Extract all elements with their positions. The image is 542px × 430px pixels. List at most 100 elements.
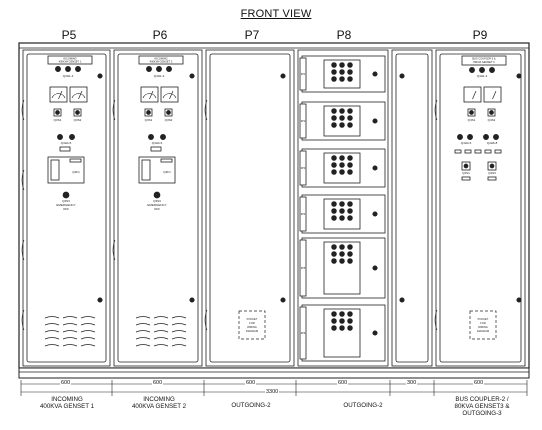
selector-knob (489, 163, 495, 169)
caption-p9: BUS COUPLER-2 / 80KVA GENSET3 & OUTGOING… (432, 396, 532, 418)
module-indicator (339, 208, 345, 214)
panel-label-p9: P9 (472, 28, 488, 42)
indicator-lamp (75, 66, 81, 72)
meter-label: Q4S1 (468, 118, 476, 122)
caption-line: OUTGOING-3 (462, 410, 502, 418)
dim-p7: 600 (245, 380, 257, 386)
module-indicator (331, 318, 337, 324)
module-indicator (347, 62, 353, 68)
module-label: 3P4 (301, 212, 306, 216)
estop-label: Q3S3 (153, 199, 161, 203)
module-indicator (331, 258, 337, 264)
module-indicator (347, 155, 353, 161)
pocket-label: WIRING (478, 325, 488, 329)
drawing-title: FRONT VIEW (240, 8, 312, 20)
module-handle (372, 118, 378, 124)
button-label: Q4H4-5 (461, 141, 472, 145)
vent-louvre (135, 323, 151, 326)
door-panel (26, 53, 107, 363)
button-label: Q3H4-5 (61, 141, 72, 145)
indicator-lamp (146, 66, 152, 72)
plinth-base (18, 367, 530, 379)
door-handle (399, 73, 405, 79)
door-handle (280, 73, 286, 79)
push-button (467, 134, 473, 140)
module-indicator (339, 318, 345, 324)
lamp-label: Q3H1-3 (154, 74, 165, 78)
vent-louvre (62, 344, 78, 347)
meter-scale (142, 93, 157, 99)
label-plate (494, 149, 502, 154)
push-button (493, 134, 499, 140)
module-indicator (331, 76, 337, 82)
hinge-mark (434, 99, 438, 121)
vent-louvre (44, 323, 60, 326)
breaker-window (50, 159, 60, 181)
module-indicator (339, 251, 345, 257)
caption-p6: INCOMING 400KVA GENSET 2 (116, 396, 202, 410)
dim-p5: 600 (60, 380, 72, 386)
meter-label: Q4S2 (488, 118, 496, 122)
door-handle (97, 73, 103, 79)
module-indicator (347, 122, 353, 128)
indicator-lamp (156, 66, 162, 72)
button-label: Q3H4-5 (152, 141, 163, 145)
door-panel (209, 53, 291, 363)
module-indicator (347, 115, 353, 121)
hinge-mark (21, 309, 25, 331)
door-panel (395, 53, 429, 363)
label-plate (487, 176, 497, 181)
module-label: 3P1 (301, 72, 306, 76)
vent-louvre (44, 330, 60, 333)
vent-louvre (44, 316, 60, 319)
module-indicator (331, 162, 337, 168)
pocket-label: FOR (480, 321, 486, 325)
switch-label: Q4S3 (488, 171, 496, 175)
vent-louvre (44, 344, 60, 347)
module-indicator (331, 108, 337, 114)
hinge-mark (112, 239, 116, 261)
module-label: 3P2 (301, 119, 306, 123)
hinge-mark (204, 309, 208, 331)
vent-louvre (135, 344, 151, 347)
wiring-pocket (238, 310, 266, 340)
indicator-lamp (55, 66, 61, 72)
meter-scale (71, 93, 86, 99)
module-indicator (331, 62, 337, 68)
estop-label: OFF (63, 207, 69, 211)
push-button (148, 134, 154, 140)
indicator-lamp (479, 67, 485, 73)
door-handle (189, 297, 195, 303)
module-indicator (347, 76, 353, 82)
label-plate (454, 149, 462, 154)
push-button (57, 134, 63, 140)
pocket-label: FOR (249, 321, 255, 325)
module-indicator (331, 169, 337, 175)
module-indicator (339, 108, 345, 114)
vent-louvre (80, 337, 96, 340)
analog-meter (160, 86, 179, 103)
pocket-label: POCKET (478, 317, 489, 321)
caption-p8: OUTGOING-2 (320, 402, 406, 409)
breaker-tag (69, 158, 82, 163)
nameplate (47, 55, 93, 65)
hinge-mark (204, 99, 208, 121)
module-label: 3P5 (301, 266, 306, 270)
hinge-mark (21, 239, 25, 261)
module-indicator (347, 311, 353, 317)
dim-p9: 600 (473, 380, 485, 386)
meter-needle (492, 90, 497, 100)
analog-meter (49, 86, 68, 103)
module-indicator (331, 69, 337, 75)
meter-scale (162, 93, 177, 99)
indicator-lamp (166, 66, 172, 72)
hinge-mark (21, 99, 25, 121)
vent-louvre (171, 344, 187, 347)
pocket-label: POCKET (247, 317, 258, 321)
nameplate (461, 55, 507, 66)
lamp-label: Q3H1-3 (63, 74, 74, 78)
module-fascia (323, 308, 361, 358)
module-indicator (339, 311, 345, 317)
module-indicator (331, 201, 337, 207)
door-handle (97, 297, 103, 303)
